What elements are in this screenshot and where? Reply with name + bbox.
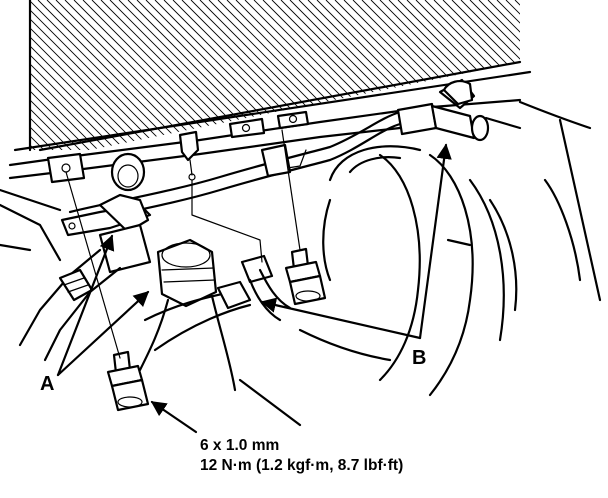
radiator-fin-line bbox=[64, 0, 226, 150]
hose-center bbox=[138, 238, 252, 392]
left-bracket bbox=[60, 193, 152, 237]
radiator-fin-line bbox=[181, 0, 343, 150]
torque-spec: 12 N·m (1.2 kgf·m, 8.7 lbf·ft) bbox=[200, 457, 403, 474]
radiator-fin-line bbox=[514, 0, 520, 150]
hose-a bbox=[18, 223, 152, 362]
radiator-fin-line bbox=[478, 0, 520, 150]
radiator-core bbox=[0, 0, 608, 160]
radiator-fin-line bbox=[496, 0, 520, 150]
arrow-b-to-pipe bbox=[418, 143, 452, 340]
arrow-b-to-hose bbox=[260, 297, 422, 340]
callout-label-b: B bbox=[412, 347, 426, 369]
radiator-fin-line bbox=[127, 0, 289, 150]
radiator-fin-line bbox=[533, 0, 608, 160]
radiator-fin-line bbox=[542, 0, 608, 160]
radiator-fin-line bbox=[487, 0, 520, 150]
radiator-fin-line bbox=[73, 0, 235, 150]
radiator-fin-line bbox=[30, 0, 64, 150]
radiator-fin-line bbox=[460, 0, 520, 150]
radiator-fin-line bbox=[30, 0, 181, 150]
radiator-fin-line bbox=[30, 0, 100, 150]
engine-outline bbox=[238, 80, 602, 427]
radiator-fin-line bbox=[370, 0, 520, 150]
radiator-fin-line bbox=[0, 0, 9, 160]
radiator-fin-line bbox=[30, 0, 136, 150]
radiator-fin-line bbox=[235, 0, 397, 150]
radiator-fin-line bbox=[0, 0, 27, 160]
radiator-fin-line bbox=[415, 0, 520, 150]
radiator-fin-line bbox=[30, 0, 154, 150]
radiator-fin-line bbox=[37, 0, 199, 150]
radiator-fin-line bbox=[118, 0, 280, 150]
radiator-fin-line bbox=[136, 0, 298, 150]
hose-b bbox=[216, 254, 292, 322]
radiator-fin-line bbox=[524, 0, 608, 160]
bolt-right bbox=[284, 247, 327, 306]
radiator-fin-line bbox=[30, 0, 163, 150]
radiator-fin-line bbox=[469, 0, 520, 150]
radiator-fin-line bbox=[424, 0, 520, 150]
arrow-a-to-left-clamp bbox=[56, 234, 115, 377]
radiator-fin-line bbox=[226, 0, 388, 150]
radiator-fin-line bbox=[433, 0, 520, 150]
radiator-fin-line bbox=[361, 0, 520, 150]
radiator-fin-line bbox=[30, 0, 190, 150]
radiator-fin-line bbox=[30, 0, 73, 150]
arrow-spec-to-bolt bbox=[150, 400, 198, 434]
radiator-fin-line bbox=[551, 0, 608, 160]
radiator-fin-line bbox=[30, 0, 118, 150]
radiator-fin-line bbox=[30, 0, 91, 150]
radiator-fin-line bbox=[505, 0, 520, 150]
callout-arrows bbox=[56, 143, 452, 434]
radiator-fin-line bbox=[30, 0, 109, 150]
radiator-fin-line bbox=[442, 0, 520, 150]
radiator-fin-line bbox=[0, 0, 18, 160]
sensor-fitting bbox=[110, 130, 200, 192]
bolt-size-spec: 6 x 1.0 mm bbox=[200, 437, 279, 454]
radiator-fin-line bbox=[451, 0, 520, 150]
radiator-fin-line bbox=[30, 0, 46, 150]
radiator-fin-line bbox=[30, 0, 82, 150]
radiator-fin-line bbox=[30, 0, 127, 150]
radiator-fin-line bbox=[30, 0, 145, 150]
bolt-left bbox=[106, 350, 150, 412]
radiator-fin-line bbox=[262, 0, 424, 150]
radiator-fin-line bbox=[316, 0, 478, 150]
callout-label-a: A bbox=[40, 373, 54, 395]
arrow-a-to-clamp bbox=[56, 290, 150, 377]
radiator-fin-line bbox=[30, 0, 172, 150]
